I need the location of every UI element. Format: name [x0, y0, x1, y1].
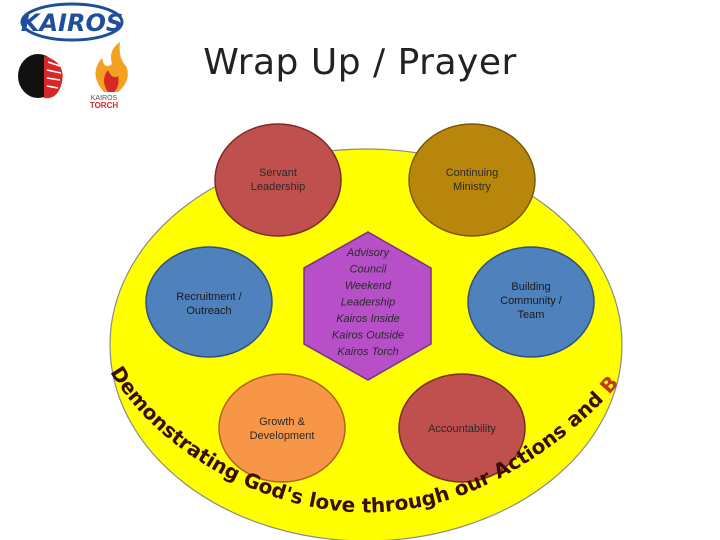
kairos-torch-logo: KAIROS TORCH — [90, 42, 128, 110]
kairos-logo: KAIROS — [20, 2, 124, 42]
kairos-logo-text: KAIROS — [21, 9, 123, 37]
council-label-line: Council — [350, 264, 387, 276]
building-community-circle — [467, 246, 595, 358]
continuing-label-line: Ministry — [453, 181, 491, 193]
council-label-line: Leadership — [341, 297, 395, 309]
growth-label-line: Growth & — [259, 416, 306, 428]
council-label-line: Advisory — [346, 247, 391, 259]
council-label-line: Kairos Outside — [332, 330, 404, 342]
accountability-label: Accountability — [428, 423, 496, 435]
servant-label-line: Leadership — [251, 181, 305, 193]
continuing-label-line: Continuing — [446, 167, 499, 179]
growth-label-line: Development — [250, 430, 315, 442]
accountability-circle — [398, 373, 526, 483]
council-label-line: Kairos Torch — [337, 346, 398, 358]
accountability-label-line: Accountability — [428, 423, 496, 435]
servant-leadership-circle — [214, 123, 342, 237]
council-label-line: Weekend — [345, 280, 392, 292]
recruitment-label-line: Recruitment / — [176, 291, 242, 303]
council-label-line: Kairos Inside — [336, 313, 400, 325]
recruitment-outreach-circle — [145, 246, 273, 358]
torch-logo-line2: TORCH — [90, 101, 119, 110]
growth-development-circle — [218, 373, 346, 483]
building-label-line: Community / — [500, 295, 563, 307]
recruitment-outreach-label: Recruitment / Outreach — [176, 291, 242, 317]
advisory-council-hexagon — [303, 231, 432, 381]
page-title: Wrap Up / Prayer — [203, 42, 517, 83]
face-logo-icon — [18, 54, 63, 99]
building-label-line: Team — [518, 309, 545, 321]
recruitment-label-line: Outreach — [186, 305, 231, 317]
continuing-ministry-circle — [408, 123, 536, 237]
building-label-line: Building — [511, 281, 550, 293]
torch-logo-line1: KAIROS — [91, 95, 118, 102]
servant-label-line: Servant — [259, 167, 297, 179]
growth-development-label: Growth & Development — [250, 416, 315, 442]
